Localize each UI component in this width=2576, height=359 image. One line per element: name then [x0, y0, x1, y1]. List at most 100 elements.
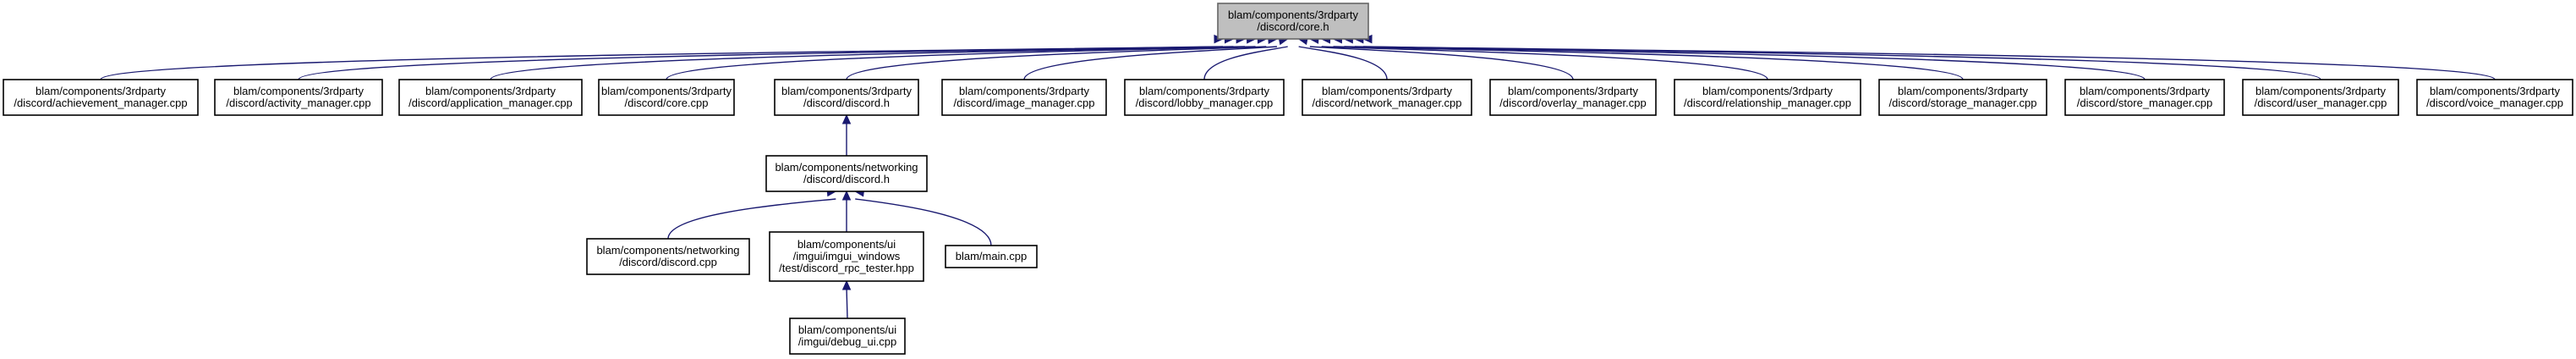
node-label-line: blam/main.cpp: [956, 250, 1028, 262]
edge-application-manager-cpp-to-core-h: [490, 46, 1246, 80]
edge-voice-manager-cpp-to-core-h: [1362, 46, 2496, 80]
node-achievement-manager-cpp[interactable]: blam/components/3rdparty/discord/achieve…: [3, 79, 199, 116]
node-label-line: blam/components/ui: [798, 323, 896, 336]
node-label-line: /discord/core.cpp: [625, 97, 709, 109]
node-image-manager-cpp[interactable]: blam/components/3rdparty/discord/image_m…: [941, 79, 1107, 116]
node-user-manager-cpp[interactable]: blam/components/3rdparty/discord/user_ma…: [2242, 79, 2399, 116]
nodes-layer: blam/components/3rdparty/discord/core.hb…: [3, 3, 2573, 355]
node-main-cpp[interactable]: blam/main.cpp: [945, 245, 1038, 268]
node-label-line: blam/components/3rdparty: [959, 85, 1089, 97]
node-label-line: blam/components/3rdparty: [36, 85, 166, 97]
node-overlay-manager-cpp[interactable]: blam/components/3rdparty/discord/overlay…: [1489, 79, 1657, 116]
node-storage-manager-cpp[interactable]: blam/components/3rdparty/discord/storage…: [1878, 79, 2047, 116]
edge-relationship-manager-cpp-to-core-h: [1321, 46, 1768, 80]
node-core-h[interactable]: blam/components/3rdparty/discord/core.h: [1217, 3, 1369, 40]
node-label-line: /discord/discord.h: [803, 173, 890, 185]
node-box: [1674, 79, 1861, 116]
node-box: [598, 79, 735, 116]
edge-storage-manager-cpp-to-core-h: [1333, 46, 1964, 80]
node-label-line: blam/components/3rdparty: [1139, 85, 1269, 97]
node-label-line: blam/components/3rdparty: [2430, 85, 2560, 97]
node-box: [214, 79, 383, 116]
node-box: [2064, 79, 2225, 116]
node-label-line: blam/components/3rdparty: [781, 85, 912, 97]
node-box: [2242, 79, 2399, 116]
node-label-line: blam/components/3rdparty: [601, 85, 732, 97]
node-label-line: blam/components/3rdparty: [1228, 8, 1358, 21]
node-label-line: /imgui/imgui_windows: [793, 250, 901, 262]
node-store-manager-cpp[interactable]: blam/components/3rdparty/discord/store_m…: [2064, 79, 2225, 116]
node-box: [1878, 79, 2047, 116]
arrowhead: [841, 190, 852, 201]
node-box: [769, 231, 924, 282]
node-label-line: /discord/image_manager.cpp: [954, 97, 1095, 109]
node-label-line: /discord/discord.h: [803, 97, 890, 109]
node-label-line: blam/components/3rdparty: [233, 85, 364, 97]
node-label-line: /discord/application_manager.cpp: [408, 97, 573, 109]
edge-main-cpp-to-networking-discord-h: [855, 198, 992, 246]
node-debug-ui-cpp[interactable]: blam/components/ui/imgui/debug_ui.cpp: [789, 318, 906, 355]
node-label-line: blam/components/3rdparty: [1322, 85, 1452, 97]
edges-layer: [100, 34, 2496, 319]
edge-discord-h-to-core-h: [846, 46, 1267, 80]
node-box: [3, 79, 199, 116]
node-voice-manager-cpp[interactable]: blam/components/3rdparty/discord/voice_m…: [2416, 79, 2573, 116]
edge-networking-discord-cpp-to-networking-discord-h: [667, 198, 836, 240]
edge-activity-manager-cpp-to-core-h: [298, 46, 1234, 80]
edge-user-manager-cpp-to-core-h: [1354, 46, 2321, 80]
node-networking-discord-h[interactable]: blam/components/networking/discord/disco…: [765, 155, 928, 192]
node-label-line: /discord/overlay_manager.cpp: [1499, 97, 1646, 109]
edge-lobby-manager-cpp-to-core-h: [1203, 46, 1288, 80]
arrowhead: [841, 279, 852, 290]
node-box: [586, 238, 750, 275]
node-label-line: blam/components/3rdparty: [2080, 85, 2210, 97]
edge-overlay-manager-cpp-to-core-h: [1309, 46, 1574, 80]
node-core-cpp[interactable]: blam/components/3rdparty/discord/core.cp…: [598, 79, 735, 116]
node-label-line: /discord/lobby_manager.cpp: [1136, 97, 1274, 109]
node-label-line: blam/components/3rdparty: [2255, 85, 2386, 97]
node-label-line: /discord/achievement_manager.cpp: [14, 97, 187, 109]
node-label-line: blam/components/3rdparty: [425, 85, 556, 97]
node-network-manager-cpp[interactable]: blam/components/3rdparty/discord/network…: [1302, 79, 1472, 116]
node-relationship-manager-cpp[interactable]: blam/components/3rdparty/discord/relatio…: [1674, 79, 1861, 116]
edge-image-manager-cpp-to-core-h: [1023, 46, 1277, 80]
node-label-line: /discord/storage_manager.cpp: [1889, 97, 2037, 109]
node-box: [774, 79, 919, 116]
node-label-line: /discord/store_manager.cpp: [2077, 97, 2212, 109]
node-box: [945, 245, 1038, 268]
arrowhead: [841, 113, 852, 124]
node-label-line: blam/components/3rdparty: [1898, 85, 2028, 97]
node-label-line: blam/components/3rdparty: [1702, 85, 1833, 97]
node-box: [1489, 79, 1657, 116]
node-application-manager-cpp[interactable]: blam/components/3rdparty/discord/applica…: [398, 79, 583, 116]
node-box: [941, 79, 1107, 116]
node-label-line: /imgui/debug_ui.cpp: [798, 335, 896, 348]
node-box: [1124, 79, 1285, 116]
node-box: [1302, 79, 1472, 116]
node-label-line: /test/discord_rpc_tester.hpp: [779, 262, 914, 274]
node-box: [765, 155, 928, 192]
edge-core-cpp-to-core-h: [666, 46, 1256, 80]
node-discord-h[interactable]: blam/components/3rdparty/discord/discord…: [774, 79, 919, 116]
node-networking-discord-cpp[interactable]: blam/components/networking/discord/disco…: [586, 238, 750, 275]
node-box: [789, 318, 906, 355]
node-label-line: blam/components/3rdparty: [1508, 85, 1638, 97]
node-lobby-manager-cpp[interactable]: blam/components/3rdparty/discord/lobby_m…: [1124, 79, 1285, 116]
node-label-line: /discord/voice_manager.cpp: [2426, 97, 2563, 109]
node-label-line: blam/components/ui: [797, 238, 896, 251]
edge-network-manager-cpp-to-core-h: [1298, 46, 1388, 80]
node-label-line: /discord/network_manager.cpp: [1312, 97, 1461, 109]
node-label-line: /discord/user_manager.cpp: [2255, 97, 2387, 109]
node-label-line: /discord/core.h: [1257, 20, 1329, 33]
node-activity-manager-cpp[interactable]: blam/components/3rdparty/discord/activit…: [214, 79, 383, 116]
node-box: [2416, 79, 2573, 116]
node-label-line: /discord/relationship_manager.cpp: [1684, 97, 1851, 109]
node-label-line: blam/components/networking: [775, 161, 918, 174]
node-label-line: /discord/discord.cpp: [619, 256, 717, 268]
node-box: [1217, 3, 1369, 40]
node-box: [398, 79, 583, 116]
node-label-line: /discord/activity_manager.cpp: [226, 97, 370, 109]
node-discord-rpc-tester-hpp[interactable]: blam/components/ui/imgui/imgui_windows/t…: [769, 231, 924, 282]
node-label-line: blam/components/networking: [596, 244, 739, 257]
